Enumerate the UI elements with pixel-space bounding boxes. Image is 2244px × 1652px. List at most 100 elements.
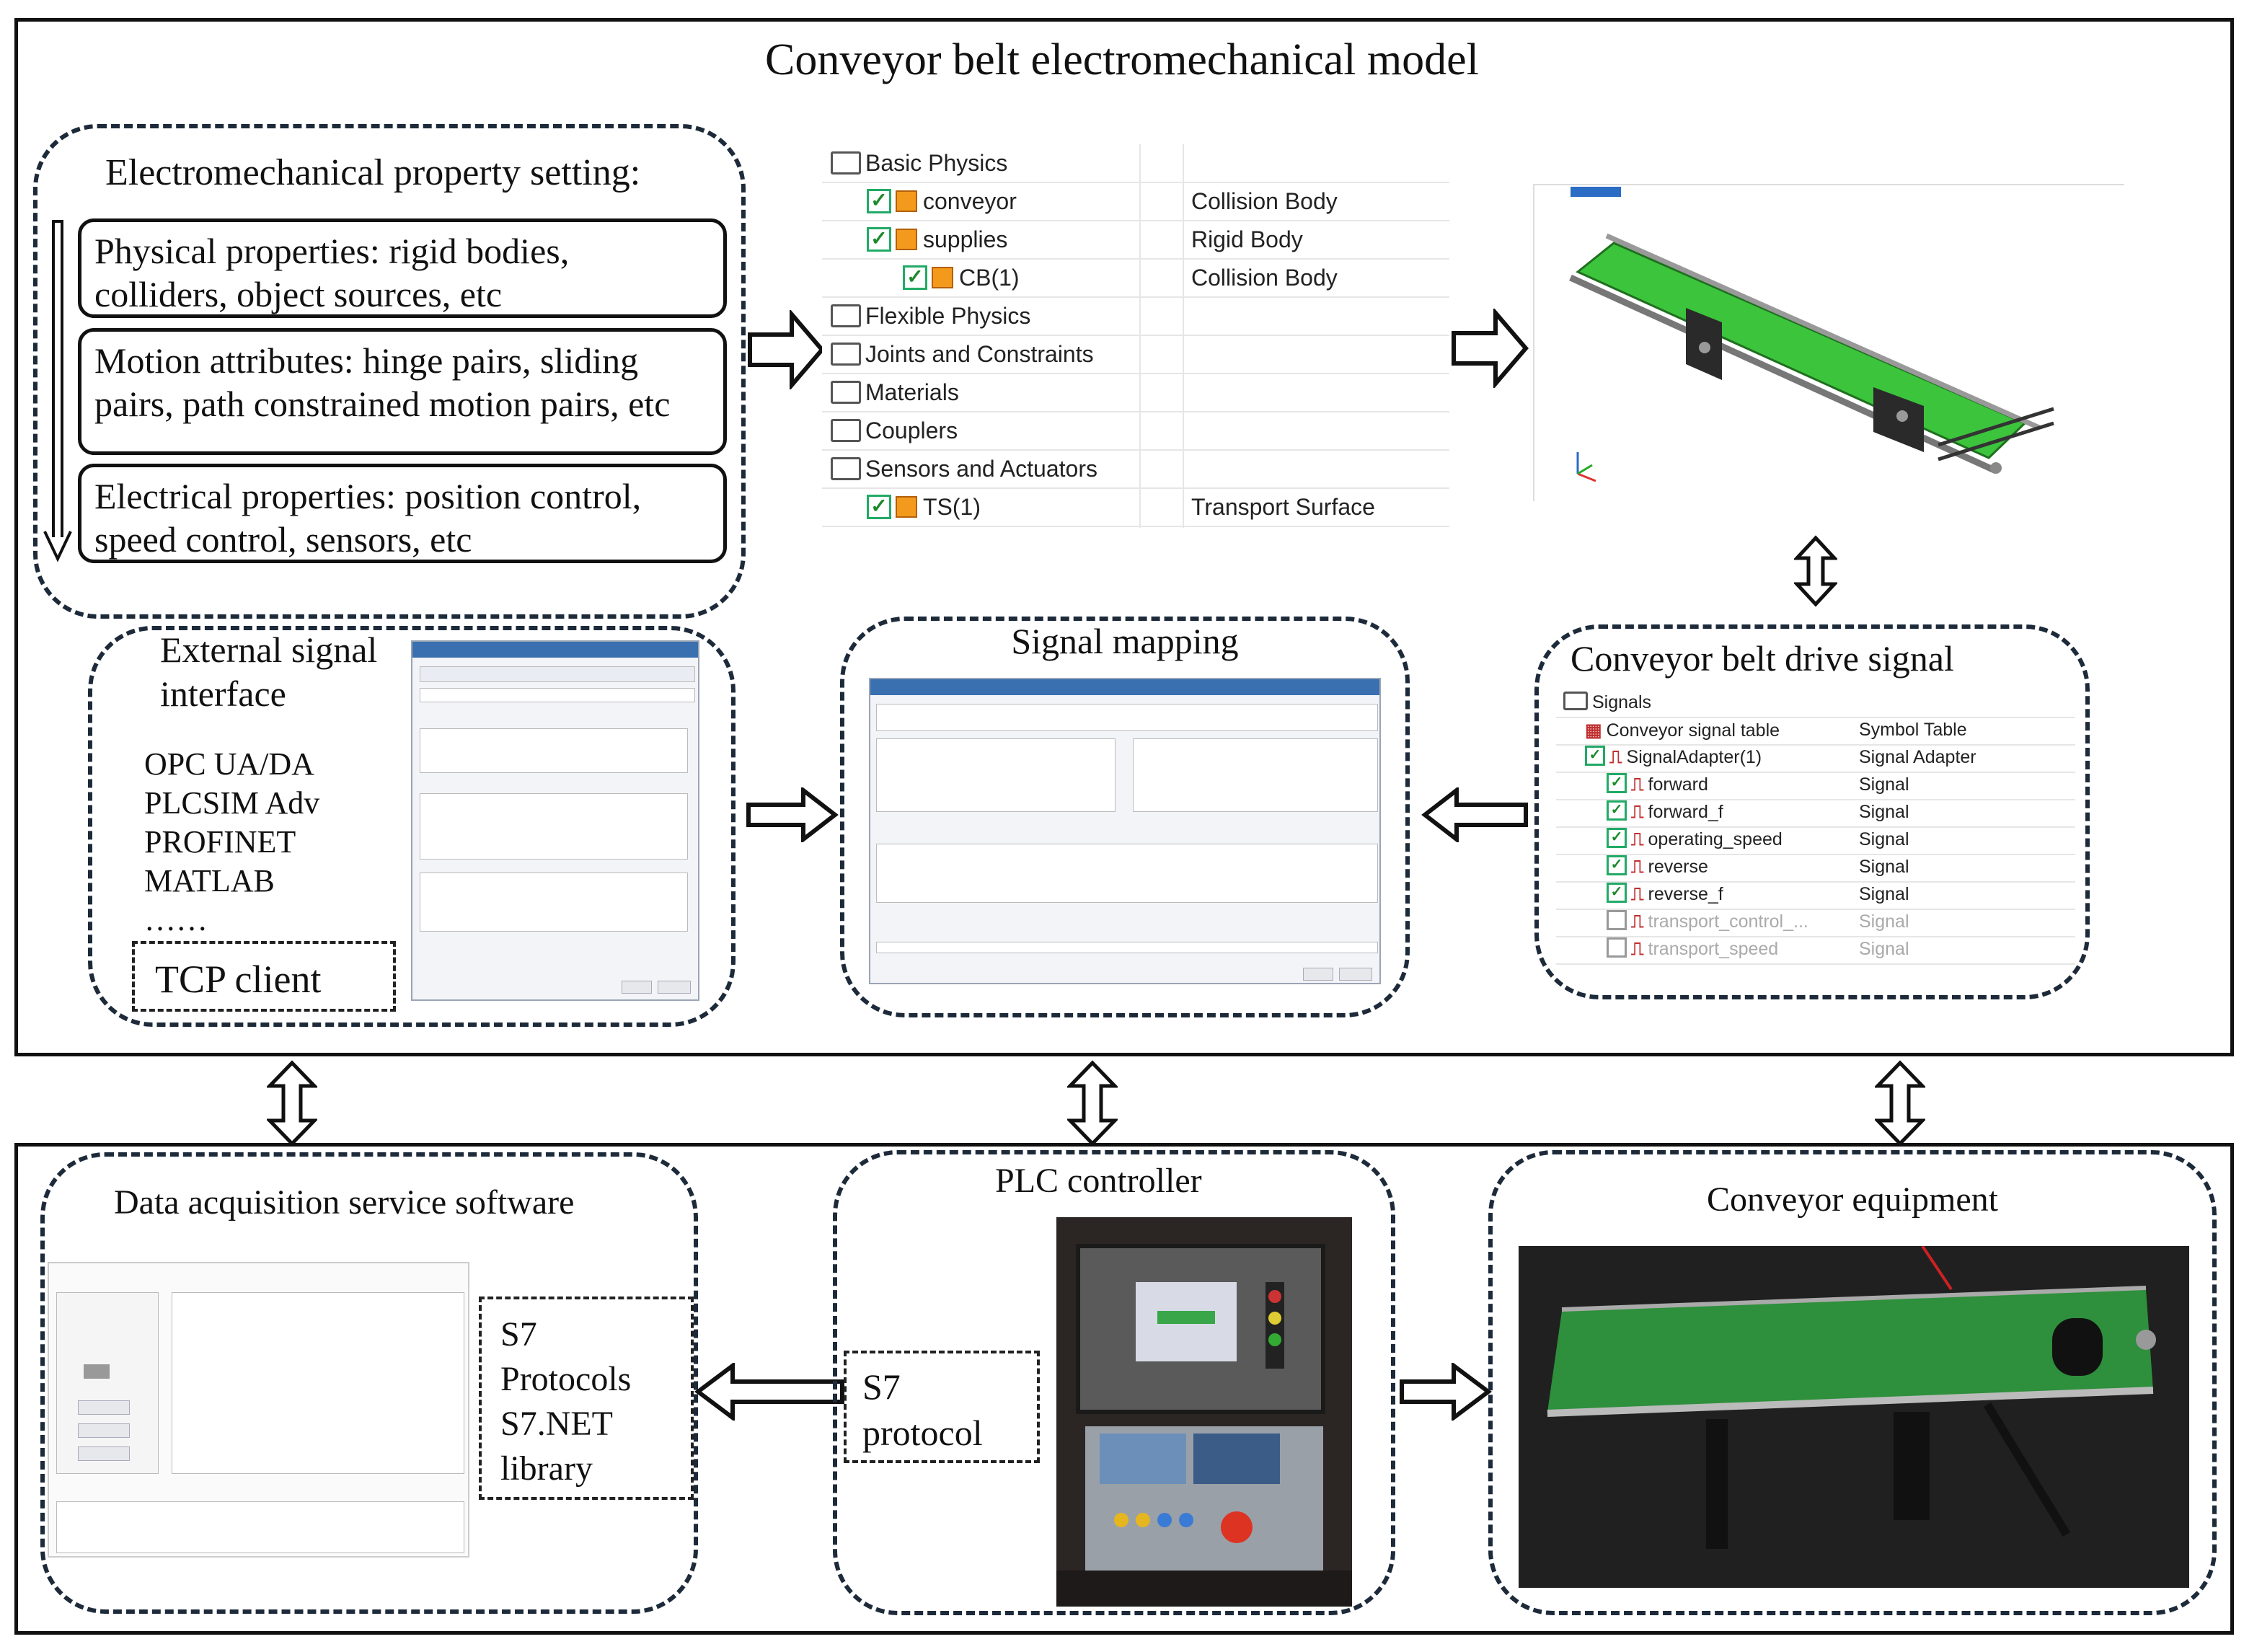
property-setting-group — [33, 124, 746, 619]
signal-icon: ⎍ — [1631, 857, 1644, 877]
drive-signal-row-name: ✓⎍operating_speed — [1607, 828, 1783, 850]
signal-icon: ⎍ — [1631, 774, 1644, 795]
physics-tree-row[interactable]: ✓CB(1)Collision Body — [822, 259, 1449, 298]
electrical-properties-box: Electrical properties: position control,… — [78, 464, 727, 563]
drive-signal-row-type: Signal — [1859, 884, 1909, 904]
checkbox-icon[interactable]: ✓ — [867, 188, 891, 213]
physical-properties-box: Physical properties: rigid bodies, colli… — [78, 218, 727, 318]
drive-signal-group — [1534, 624, 2090, 999]
protocol-list: OPC UA/DA PLCSIM Adv PROFINET MATLAB …… — [144, 745, 319, 940]
tcp-client-box: TCP client — [132, 941, 396, 1012]
physics-tree-row-name: Materials — [831, 379, 959, 406]
physics-tree-row[interactable]: ✓ TS(1) Transport Surface — [822, 488, 1449, 527]
conveyor-equipment-group — [1488, 1150, 2217, 1615]
physics-tree-row-name: Sensors and Actuators — [831, 456, 1097, 482]
protocol-item: PROFINET — [144, 824, 296, 860]
s7-protocol-box: S7 protocol — [844, 1351, 1040, 1463]
checkbox-icon[interactable]: ✓ — [867, 226, 891, 252]
protocol-line: S7 — [862, 1366, 901, 1407]
physics-tree-row[interactable]: Sensors and Actuators — [822, 450, 1449, 489]
physics-tree-row-type: Transport Surface — [1191, 494, 1375, 520]
checkbox-icon[interactable]: ✓ — [1607, 773, 1627, 794]
physics-tree-label: Joints and Constraints — [865, 341, 1094, 367]
drive-signal-row[interactable]: ✓⎍SignalAdapter(1)Signal Adapter — [1556, 744, 2075, 773]
checkbox-icon[interactable]: ✓ — [1607, 828, 1627, 849]
checkbox-icon[interactable] — [1607, 937, 1627, 958]
folder-icon — [831, 380, 861, 404]
conveyor-equipment-title: Conveyor equipment — [1707, 1180, 1998, 1219]
data-acquisition-window — [48, 1262, 469, 1558]
physics-tree-row-type: Rigid Body — [1191, 226, 1303, 252]
drive-signal-row-name: Signals — [1563, 692, 1651, 713]
motion-attributes-box: Motion attributes: hinge pairs, sliding … — [78, 328, 727, 455]
drive-signal-row-name: ✓⎍forward — [1607, 773, 1708, 795]
physics-tree-row-name: Flexible Physics — [831, 303, 1030, 330]
physics-tree-label: Flexible Physics — [865, 303, 1031, 329]
physics-tree-label: Couplers — [865, 418, 958, 443]
protocol-item: OPC UA/DA — [144, 746, 314, 782]
physics-tree-row-name: Basic Physics — [831, 150, 1007, 177]
drive-signal-label: forward_f — [1648, 802, 1723, 822]
checkbox-icon[interactable]: ✓ — [1607, 800, 1627, 821]
signal-mapping-group — [840, 617, 1410, 1017]
lib-line: library — [500, 1449, 593, 1488]
drive-signal-row-type: Signal — [1859, 911, 1909, 932]
drive-signal-row[interactable]: Signals — [1556, 689, 2075, 718]
checkbox-icon[interactable] — [1607, 910, 1627, 931]
drive-signal-row-type: Signal — [1859, 774, 1909, 795]
drive-signal-row[interactable]: ✓⎍forward Signal — [1556, 772, 2075, 800]
checkbox-icon[interactable]: ✓ — [1607, 855, 1627, 876]
physics-tree-row-name: ✓ TS(1) — [867, 494, 981, 521]
drive-signal-row-name: ✓⎍reverse_f — [1607, 883, 1723, 905]
drive-signal-row[interactable]: ⎍transport_control_...Signal — [1556, 909, 2075, 937]
arrow-right-icon — [748, 310, 825, 389]
drive-signal-row-type: Signal — [1859, 857, 1909, 877]
physics-tree-row[interactable]: Couplers — [822, 412, 1449, 451]
signal-icon: ⎍ — [1609, 747, 1622, 767]
arrow-updown-icon — [1067, 1060, 1118, 1147]
signal-icon: ⎍ — [1631, 829, 1644, 849]
checkbox-icon[interactable]: ✓ — [1607, 883, 1627, 904]
arrow-updown-icon — [267, 1060, 317, 1147]
arrow-right-icon — [1400, 1363, 1492, 1421]
protocol-item: PLCSIM Adv — [144, 785, 320, 821]
physics-tree-row[interactable]: Joints and Constraints — [822, 335, 1449, 374]
arrow-updown-icon — [1875, 1060, 1925, 1147]
signal-icon: ⎍ — [1631, 802, 1644, 822]
checkbox-icon[interactable]: ✓ — [1585, 746, 1605, 767]
signal-mapping-title: Signal mapping — [1011, 621, 1239, 661]
cube-icon — [896, 228, 917, 250]
checkbox-icon[interactable]: ✓ — [867, 494, 891, 519]
cube-icon — [896, 495, 917, 518]
drive-signal-label: forward — [1648, 774, 1708, 795]
physics-tree-row[interactable]: Materials — [822, 374, 1449, 412]
physics-tree-row[interactable]: Flexible Physics — [822, 297, 1449, 336]
physics-tree-row[interactable]: Basic Physics — [822, 144, 1449, 183]
conveyor-photo — [1519, 1245, 2189, 1588]
physics-tree-label: TS(1) — [923, 494, 981, 520]
signal-icon: ⎍ — [1631, 939, 1644, 959]
drive-signal-label: SignalAdapter(1) — [1626, 747, 1762, 767]
physics-tree-label: conveyor — [923, 188, 1017, 214]
drive-signal-row-type: Signal — [1859, 939, 1909, 959]
checkbox-icon[interactable]: ✓ — [903, 265, 927, 290]
model-3d-view — [1533, 184, 2124, 501]
drive-signal-label: Conveyor signal table — [1606, 720, 1780, 741]
plc-group — [833, 1150, 1395, 1615]
drive-signal-row[interactable]: ✓⎍reverse_f Signal — [1556, 881, 2075, 910]
protocol-item: MATLAB — [144, 863, 275, 898]
data-acquisition-title: Data acquisition service software — [114, 1183, 575, 1222]
drive-signal-label: reverse_f — [1648, 884, 1723, 904]
cube-icon — [932, 266, 953, 288]
s7-library-box: S7 Protocols S7.NET library — [479, 1297, 694, 1500]
physics-tree-row-type: Collision Body — [1191, 265, 1338, 291]
